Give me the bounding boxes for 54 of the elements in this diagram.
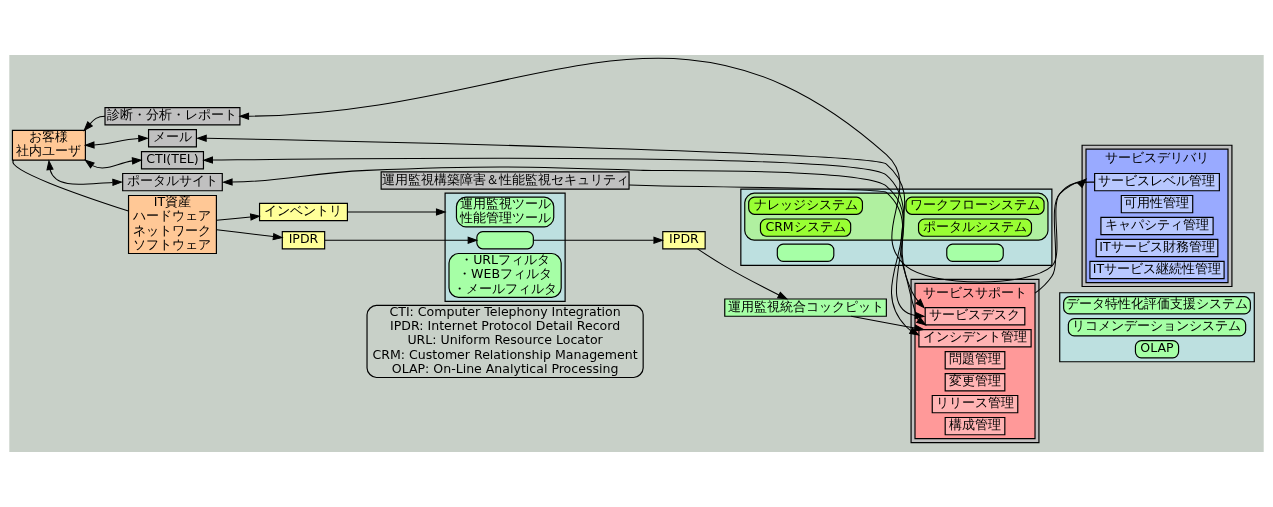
- arrow: [216, 213, 261, 221]
- node-box: ワークフローシステム: [905, 196, 1045, 215]
- node-box: 運用監視構築障害＆性能監視セキュリティ: [380, 171, 630, 190]
- node-box: サービスレベル管理: [1094, 172, 1220, 192]
- node-box: 可用性管理: [1120, 194, 1194, 214]
- node-box: 運用監視統合コックピット: [724, 298, 887, 317]
- node-box: 運用監視ツール 性能管理ツール: [455, 196, 555, 228]
- node-box: サービスデスク: [924, 307, 1026, 326]
- node-box: CTI(TEL): [140, 150, 205, 170]
- node-box: 構成管理: [944, 416, 1006, 436]
- arrow: [533, 236, 665, 244]
- arrow: [83, 115, 106, 132]
- arrow: [83, 134, 149, 149]
- connector: [12, 159, 129, 212]
- node-box: IT資産 ハードウェア ネットワーク ソフトウェア: [127, 194, 217, 255]
- node-box: インシデント管理: [918, 329, 1032, 348]
- arrow: [46, 159, 124, 187]
- arrow: [216, 229, 284, 241]
- node-box: ナレッジシステム: [748, 196, 863, 215]
- node-box: メール: [147, 129, 197, 148]
- arrow: [1034, 178, 1088, 294]
- node-box: インベントリ: [258, 202, 348, 222]
- arrow: [84, 157, 143, 169]
- node-box: CTI: Computer Telephony Integration IPDR: Internet Protocol Detail Record URL: Uniform Resource Locator CRM: Customer Relationship Management OLAP: On-Line Analytical Processing: [366, 304, 644, 379]
- node-box: データ特性化評価支援システム: [1063, 296, 1251, 315]
- node-box: IPDR: [662, 230, 706, 250]
- arrow: [346, 208, 447, 216]
- arrow: [324, 236, 479, 244]
- arrow: [697, 248, 789, 300]
- node-box: お客様 社内ユーザ: [11, 129, 86, 161]
- node-box: [946, 243, 1004, 262]
- node-box: 問題管理: [944, 351, 1006, 370]
- arrow: [196, 134, 926, 309]
- arrow: [238, 58, 1095, 283]
- node-box: CRMシステム: [759, 218, 852, 237]
- arrow: [628, 184, 920, 336]
- node-box: リリース管理: [931, 394, 1019, 414]
- node-box: 変更管理: [944, 372, 1006, 392]
- cluster: [744, 192, 1049, 241]
- node-box: [476, 230, 534, 250]
- cluster: [740, 188, 1053, 266]
- node-box: ・URLフィルタ ・WEBフィルタ ・メールフィルタ: [448, 252, 562, 299]
- node-box: リコメンデーションシステム: [1067, 318, 1247, 337]
- node-box: IPDR: [281, 230, 326, 250]
- arrow: [850, 315, 926, 332]
- node-box: [776, 243, 835, 262]
- node-box: ポータルシステム: [917, 218, 1033, 237]
- node-box: ポータルサイト: [122, 172, 223, 192]
- node-box: 診断・分析・レポート: [104, 107, 241, 126]
- cluster: [1059, 292, 1255, 363]
- node-box: ITサービス財務管理: [1095, 238, 1219, 258]
- node-box: OLAP: [1134, 340, 1180, 359]
- node-box: ITサービス継続性管理: [1089, 260, 1225, 280]
- node-box: キャパシティ管理: [1100, 216, 1214, 236]
